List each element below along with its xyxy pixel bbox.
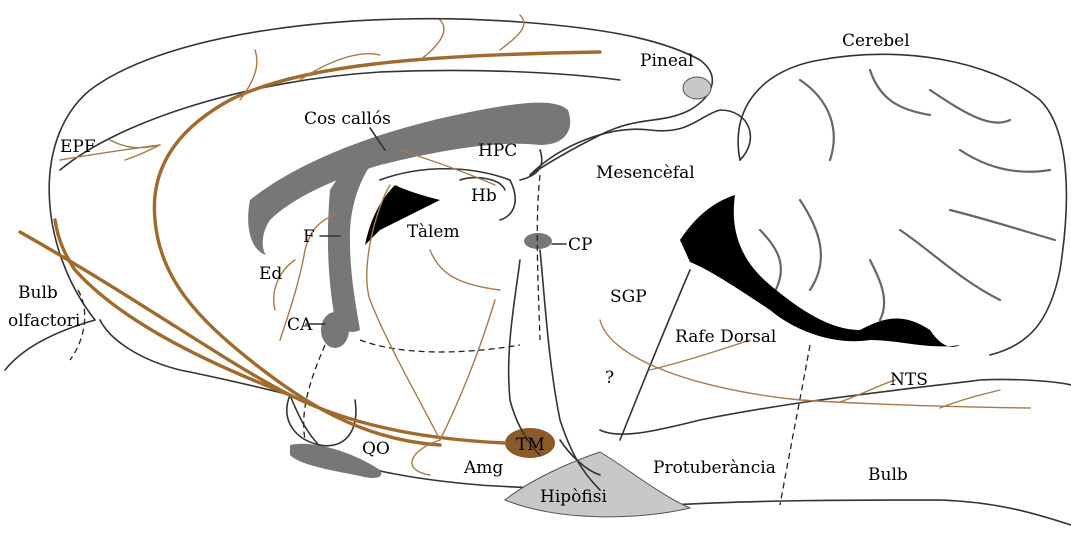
fourth-ventricle — [680, 195, 960, 347]
label-tm: TM — [516, 435, 545, 455]
label-bulb-olfactori-2: olfactori — [8, 311, 81, 331]
label-sgp: SGP — [610, 287, 647, 307]
dashed-brainstem-boundary — [780, 345, 810, 505]
label-epf: EPF — [60, 137, 96, 157]
label-cos-callos: Cos callós — [304, 109, 391, 129]
label-bulb-olfactori-1: Bulb — [18, 283, 58, 303]
label-ca: CA — [287, 315, 313, 335]
dashed-thalamus-boundary — [360, 340, 520, 352]
label-cp: CP — [568, 235, 592, 255]
label-rafe-dorsal: Rafe Dorsal — [675, 327, 776, 347]
pineal-gland — [683, 77, 711, 99]
label-bulb: Bulb — [868, 465, 908, 485]
cerebellum-folia — [760, 70, 1055, 320]
label-talem: Tàlem — [407, 222, 460, 242]
brainstem-ventral-outline — [600, 379, 1071, 434]
hypothalamus-outline — [509, 260, 540, 455]
posterior-commissure — [524, 233, 552, 249]
label-hipofisi: Hipòfisi — [540, 487, 607, 507]
dashed-cp-boundary — [537, 175, 540, 340]
label-pineal: Pineal — [640, 51, 693, 71]
dashed-ca-boundary — [304, 345, 325, 440]
thin-fiber-talem — [430, 250, 500, 290]
forebrain-posterior-boundary — [520, 150, 600, 475]
label-nts: NTS — [890, 370, 928, 390]
anterior-commissure — [321, 312, 349, 348]
label-amg: Amg — [463, 458, 503, 478]
label-protuberancia: Protuberància — [653, 458, 776, 478]
label-f: F — [303, 227, 315, 247]
label-mesencefal: Mesencèfal — [596, 163, 695, 183]
label-ed: Ed — [259, 264, 282, 284]
brainstem-bottom-outline — [670, 500, 1071, 525]
label-question: ? — [605, 368, 614, 388]
label-hb: Hb — [471, 186, 497, 206]
label-hpc: HPC — [478, 141, 517, 161]
label-qo: QO — [362, 439, 390, 459]
thin-fiber-amg-2 — [440, 300, 495, 440]
label-cerebel: Cerebel — [842, 31, 910, 51]
